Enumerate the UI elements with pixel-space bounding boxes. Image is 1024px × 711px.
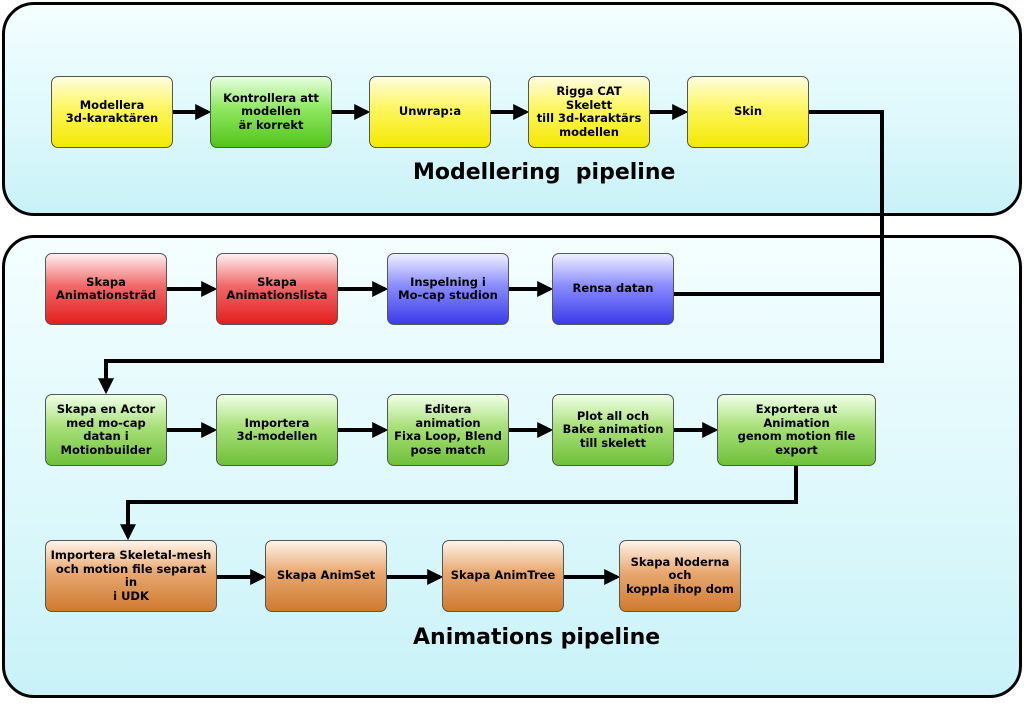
animation-pipeline-panel [2,235,1022,698]
arrow-n5-n10 [98,110,884,395]
node-importera-udk: Importera Skeletal-mesh och motion file … [45,540,217,612]
node-rensa-datan: Rensa datan [552,253,674,325]
node-animset: Skapa AnimSet [265,540,387,612]
node-skapa-actor: Skapa en Actor med mo-cap datan i Motion… [45,394,167,466]
node-modellera: Modellera 3d-karaktären [51,76,173,148]
node-rigga: Rigga CAT Skelett till 3d-karaktärs mode… [528,76,650,148]
node-exportera: Exportera ut Animation genom motion file… [717,394,876,466]
node-editera: Editera animation Fixa Loop, Blend pose … [387,394,509,466]
node-animationslista: Skapa Animationslista [216,253,338,325]
modelling-pipeline-title: Modellering pipeline [413,160,676,185]
node-inspelning: Inspelning i Mo-cap studion [387,253,509,325]
node-animationstrad: Skapa Animationsträd [45,253,167,325]
animation-pipeline-title: Animations pipeline [413,625,661,650]
node-plot-bake: Plot all och Bake animation till skelett [552,394,674,466]
arrow-n14-n15 [120,466,798,541]
node-unwrap: Unwrap:a [369,76,491,148]
node-noderna: Skapa Noderna och koppla ihop dom [619,540,741,612]
node-skin: Skin [687,76,809,148]
node-kontrollera: Kontrollera att modellen är korrekt [210,76,332,148]
node-animtree: Skapa AnimTree [442,540,564,612]
node-importera-3d: Importera 3d-modellen [216,394,338,466]
